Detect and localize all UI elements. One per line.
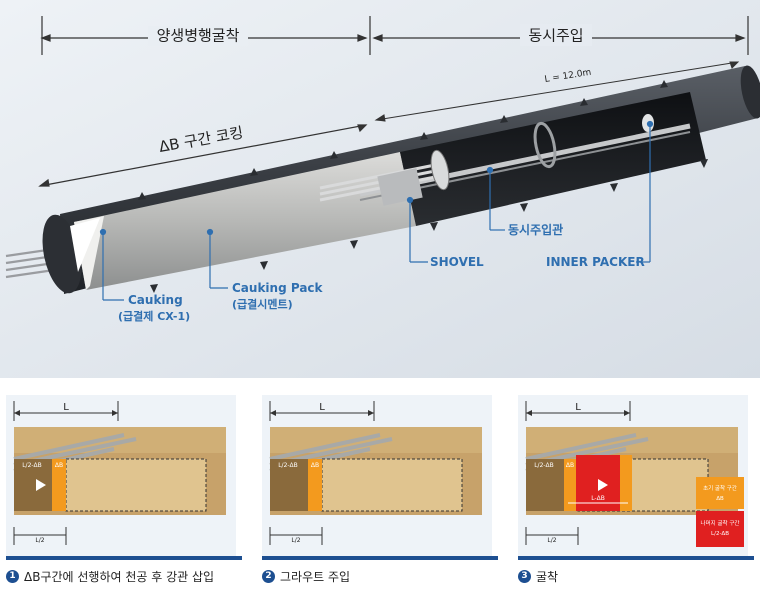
delta-label: ΔB <box>55 462 63 469</box>
dim-half: L/2 <box>547 537 556 544</box>
dim-half: L/2 <box>291 537 300 544</box>
step-3-text: 굴착 <box>536 570 559 584</box>
callout-pack: Cauking Pack <box>232 281 324 295</box>
callout-cauking: Cauking <box>128 293 183 307</box>
legend-initial-title: 초기 굴착 구간 <box>703 484 737 492</box>
callout-cauking-sub: (급결제 CX-1) <box>118 309 190 323</box>
step-1-bar <box>6 556 242 560</box>
legend-remaining-sub: L/2-ΔB <box>711 531 729 537</box>
dim-l: L <box>575 402 581 413</box>
seg-label: L/2-ΔB <box>22 462 42 469</box>
pipe-illustration: 양생병행굴착 동시주입 L = 12.0m ΔB 구간 코킹 <box>0 0 760 378</box>
step-1-caption: 1 ΔB구간에 선행하여 천공 후 강관 삽입 <box>6 568 214 585</box>
label-injection: 동시주입 <box>528 27 583 45</box>
cutaway-section <box>319 92 706 226</box>
step-number-badge: 2 <box>262 570 275 583</box>
step-2-bar <box>262 556 498 560</box>
legend-remaining <box>696 511 744 547</box>
legend-initial <box>696 477 744 509</box>
step-1-text: ΔB구간에 선행하여 천공 후 강관 삽입 <box>24 570 215 584</box>
callout-pipe: 동시주입관 <box>508 222 563 237</box>
step-3-caption: 3 굴착 <box>518 568 558 585</box>
callout-shovel: SHOVEL <box>430 255 484 269</box>
delta-label: ΔB <box>311 462 319 469</box>
step-number-badge: 1 <box>6 570 19 583</box>
legend-remaining-title: 나머지 굴착 구간 <box>701 519 740 527</box>
dim-half: L/2 <box>35 537 44 544</box>
step-2-caption: 2 그라우트 주입 <box>262 568 350 585</box>
seg-label: L/2-ΔB <box>534 462 554 469</box>
legend-initial-sub: ΔB <box>716 496 724 502</box>
label-excavation: 양생병행굴착 <box>157 27 240 45</box>
callout-pack-sub: (급결시멘트) <box>232 297 293 311</box>
delta-label: ΔB <box>566 462 574 469</box>
callout-lines <box>99 120 654 301</box>
step-2-text: 그라우트 주입 <box>280 570 351 584</box>
step-2-panel: L L/2-ΔB ΔB L/2 <box>262 395 492 560</box>
dimension-length <box>374 61 740 122</box>
dim-l: L <box>63 402 69 413</box>
dim-l: L <box>319 402 325 413</box>
step-3-panel: L L-ΔB L/2-ΔB ΔB L/2 초기 굴착 구간 ΔB 나머지 굴착 … <box>518 395 748 560</box>
mid-label: L-ΔB <box>591 495 605 502</box>
callout-packer: INNER PACKER <box>546 255 645 269</box>
step-3-bar <box>518 556 754 560</box>
step-number-badge: 3 <box>518 570 531 583</box>
step-1-panel: L L/2-ΔB ΔB L/2 <box>6 395 236 560</box>
dimension-coking <box>38 124 368 187</box>
pipe-spikes <box>138 80 708 293</box>
seg-label: L/2-ΔB <box>278 462 298 469</box>
